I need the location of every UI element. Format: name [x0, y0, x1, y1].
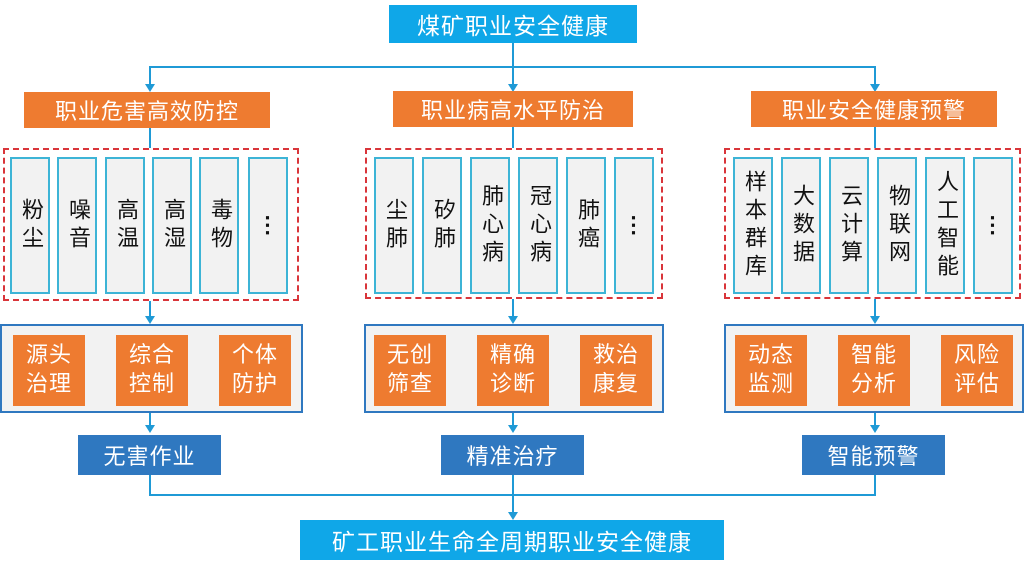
item-label: 矽肺 — [430, 197, 455, 254]
measure-box: 救治康复 — [580, 335, 652, 406]
item-label: 人工智能 — [933, 169, 958, 282]
connector-line — [149, 301, 151, 319]
item-card-more: ⋮ — [973, 157, 1013, 294]
measure-box: 个体防护 — [219, 335, 291, 406]
item-label: 高温 — [113, 197, 138, 254]
measure-label: 源头治理 — [25, 342, 72, 397]
item-label: 样本群库 — [741, 169, 766, 282]
item-label: 物联网 — [885, 183, 910, 268]
item-card: 高湿 — [152, 157, 192, 294]
connector-line — [512, 475, 514, 517]
connector-line — [512, 66, 514, 87]
measure-label: 个体防护 — [231, 342, 278, 397]
outcome-box: 智能预警 — [802, 435, 945, 475]
item-card: 冠心病 — [518, 157, 558, 294]
measure-box: 风险评估 — [941, 335, 1013, 406]
item-card: 肺心病 — [470, 157, 510, 294]
measure-label: 动态监测 — [747, 342, 794, 397]
item-card-more: ⋮ — [614, 157, 654, 294]
item-card-more: ⋮ — [248, 157, 288, 294]
item-card: 云计算 — [829, 157, 869, 294]
measure-box: 无创筛查 — [374, 335, 446, 406]
connector-line — [149, 494, 876, 496]
item-label: 冠心病 — [526, 183, 551, 268]
arrow-down-icon — [145, 316, 155, 324]
top-title: 煤矿职业安全健康 — [417, 14, 609, 40]
column-header-label: 职业危害高效防控 — [54, 100, 239, 125]
connector-line — [874, 299, 876, 318]
connector-line — [512, 43, 514, 67]
connector-line — [149, 475, 151, 496]
measure-label: 无创筛查 — [386, 342, 433, 397]
item-label: 毒物 — [207, 197, 232, 254]
measure-label: 救治康复 — [592, 342, 639, 397]
arrow-down-icon — [508, 316, 518, 324]
measure-box: 精确诊断 — [477, 335, 549, 406]
connector-line — [512, 299, 514, 318]
connector-line — [149, 128, 151, 148]
arrow-down-icon — [870, 425, 880, 433]
ellipsis-icon: ⋮ — [980, 213, 1006, 238]
item-label: 尘肺 — [382, 197, 407, 254]
measure-label: 智能分析 — [850, 342, 897, 397]
connector-line — [874, 66, 876, 87]
arrow-down-icon — [145, 84, 155, 92]
outcome-label: 无害作业 — [103, 445, 196, 470]
item-label: 肺癌 — [574, 197, 599, 254]
outcome-label: 智能预警 — [827, 445, 920, 470]
arrow-down-icon — [508, 425, 518, 433]
item-card: 粉尘 — [10, 157, 50, 294]
measure-box: 源头治理 — [13, 335, 85, 406]
connector-line — [874, 127, 876, 148]
item-label: 粉尘 — [18, 197, 43, 254]
items-group — [365, 148, 663, 299]
outcome-box: 精准治疗 — [441, 435, 584, 475]
item-card: 肺癌 — [566, 157, 606, 294]
item-card: 物联网 — [877, 157, 917, 294]
arrow-down-icon — [508, 512, 518, 520]
measure-box: 动态监测 — [735, 335, 807, 406]
item-card: 人工智能 — [925, 157, 965, 294]
item-card: 样本群库 — [733, 157, 773, 294]
arrow-down-icon — [870, 84, 880, 92]
item-label: 云计算 — [837, 183, 862, 268]
outcome-box: 无害作业 — [78, 435, 221, 475]
arrow-down-icon — [870, 316, 880, 324]
item-card: 噪音 — [57, 157, 97, 294]
connector-line — [149, 66, 151, 87]
column-header-label: 职业安全健康预警 — [781, 99, 966, 124]
column-header-label: 职业病高水平防治 — [420, 99, 605, 124]
bottom-goal-box: 矿工职业生命全周期职业安全健康 — [300, 520, 724, 560]
item-card: 毒物 — [199, 157, 239, 294]
item-label: 大数据 — [789, 183, 814, 268]
ellipsis-icon: ⋮ — [255, 213, 281, 238]
item-card: 矽肺 — [422, 157, 462, 294]
arrow-down-icon — [508, 84, 518, 92]
item-label: 高湿 — [160, 197, 185, 254]
measure-label: 风险评估 — [953, 342, 1000, 397]
outcome-label: 精准治疗 — [466, 445, 559, 470]
connector-line — [149, 413, 151, 429]
item-card: 尘肺 — [374, 157, 414, 294]
connector-line — [512, 413, 514, 429]
measure-label: 精确诊断 — [489, 342, 536, 397]
ellipsis-icon: ⋮ — [621, 213, 647, 238]
item-label: 噪音 — [65, 197, 90, 254]
bottom-goal: 矿工职业生命全周期职业安全健康 — [332, 530, 692, 556]
arrow-down-icon — [145, 425, 155, 433]
column-header: 职业病高水平防治 — [393, 91, 633, 127]
measure-label: 综合控制 — [128, 342, 175, 397]
connector-line — [874, 475, 876, 496]
column-header: 职业危害高效防控 — [24, 92, 270, 128]
item-card: 大数据 — [781, 157, 821, 294]
item-label: 肺心病 — [478, 183, 503, 268]
connector-line — [874, 413, 876, 429]
measure-box: 智能分析 — [838, 335, 910, 406]
item-card: 高温 — [105, 157, 145, 294]
column-header: 职业安全健康预警 — [751, 91, 997, 127]
items-group — [724, 148, 1021, 299]
top-title-box: 煤矿职业安全健康 — [389, 5, 637, 43]
connector-line — [512, 127, 514, 148]
measure-box: 综合控制 — [116, 335, 188, 406]
